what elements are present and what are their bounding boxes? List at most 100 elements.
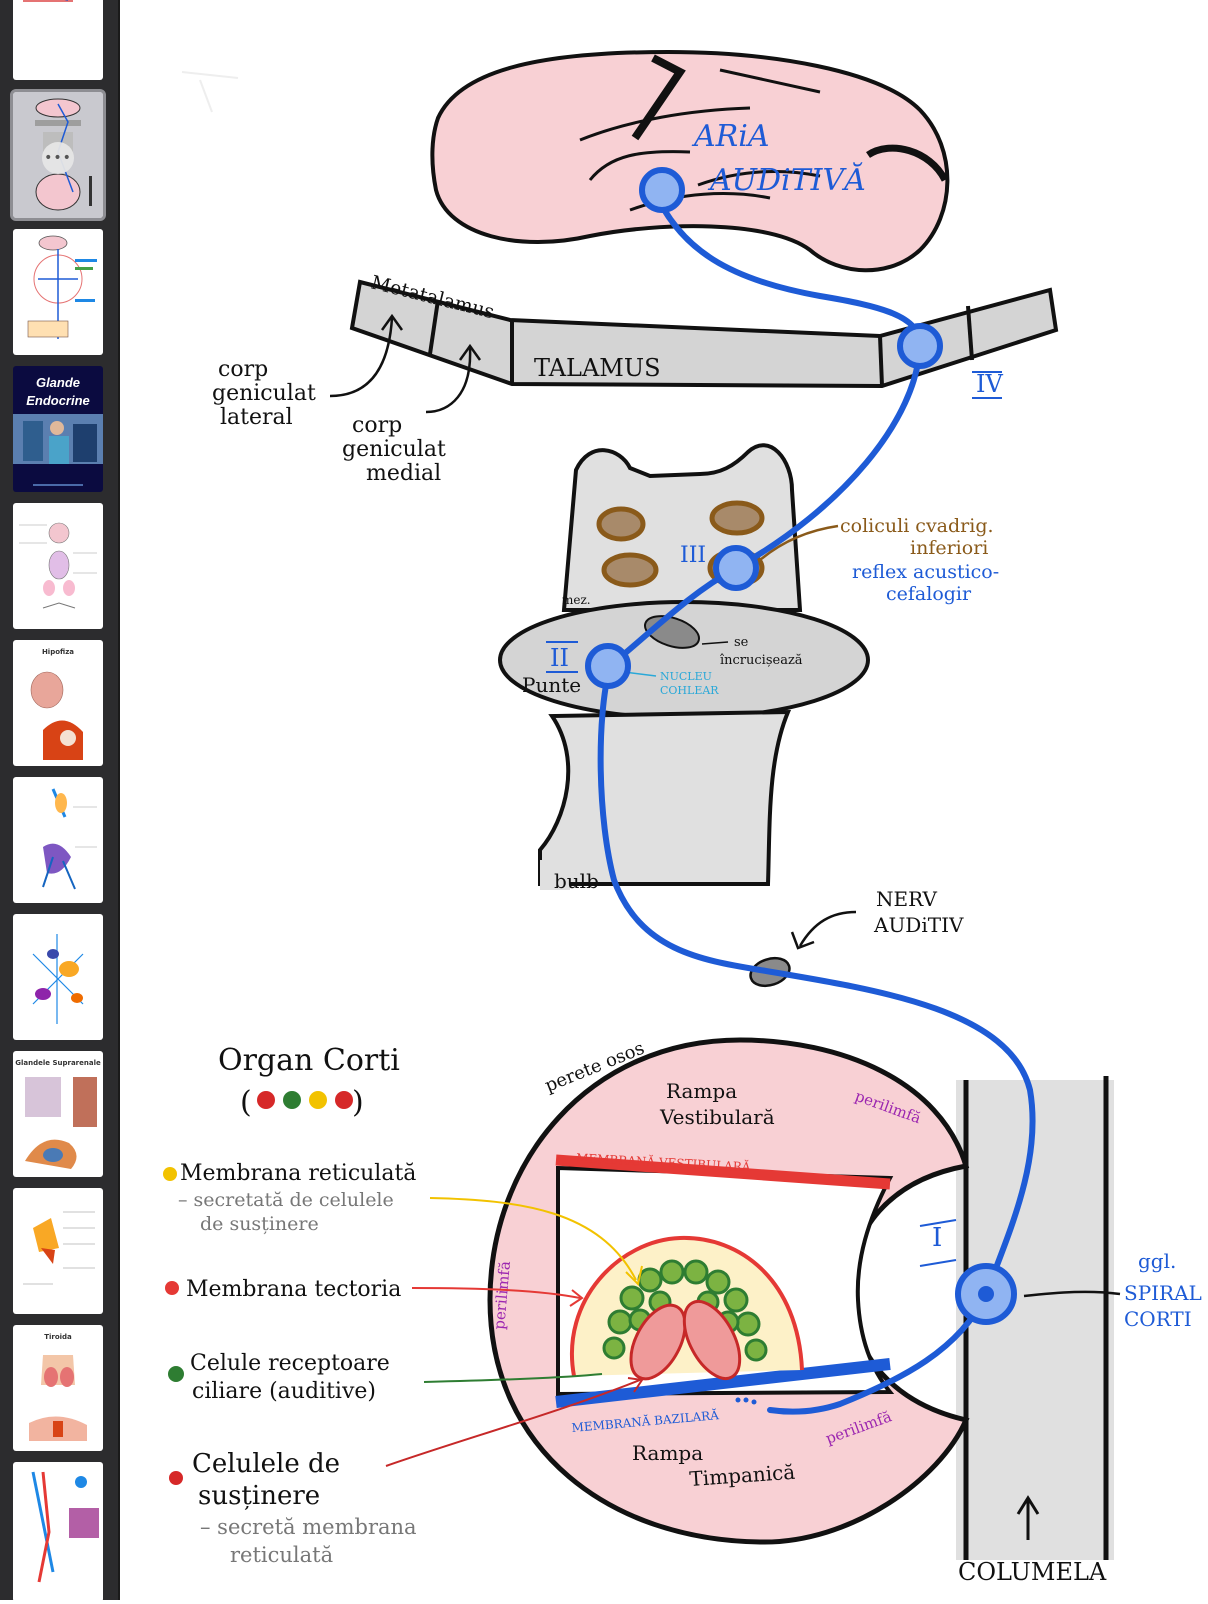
svg-text:corp: corp xyxy=(218,357,268,382)
slide-thumbnail-7[interactable] xyxy=(13,777,103,903)
perilimfa-left-label: perilimfă xyxy=(490,1260,514,1330)
nucleu-cohlear-line1: NUCLEU xyxy=(660,670,712,683)
aria-label-line2: AUDiTIVĂ xyxy=(707,162,866,198)
organ-corti-paren-open: ( xyxy=(240,1085,252,1120)
slide-thumbnail-11[interactable]: Tiroida xyxy=(13,1325,103,1451)
organ-corti-dot xyxy=(257,1091,275,1109)
corp-geniculat-lateral-label: corp geniculat lateral xyxy=(212,313,404,430)
slide-thumbnail-12[interactable] xyxy=(13,1462,103,1602)
punte-label: Punte xyxy=(522,673,581,697)
organ-corti-title: Organ Corti xyxy=(218,1043,400,1078)
legend-secreta-note2: reticulată xyxy=(230,1543,333,1567)
organ-corti-color-dots xyxy=(257,1091,353,1109)
legend-dot-sustinere xyxy=(169,1471,183,1485)
thumbnail-diagram-preview xyxy=(32,934,84,1024)
legend-reticulata-note1: – secretată de celulele xyxy=(178,1189,394,1211)
thumbnail-title: Glande Endocrine xyxy=(26,375,90,408)
slide-thumbnail-8[interactable] xyxy=(13,914,103,1040)
legend-celule-receptoare: Celule receptoare xyxy=(190,1351,390,1376)
thumbnail-photo-preview xyxy=(13,414,103,486)
medulla: bulb xyxy=(538,709,792,893)
slide-thumbnail-sidebar: ••• Glande Endocrine xyxy=(0,0,120,1602)
legend-membrana-tectoria: Membrana tectoria xyxy=(186,1277,401,1302)
corp-geniculat-medial-label: corp geniculat medial xyxy=(342,343,482,486)
slide-more-options-button[interactable]: ••• xyxy=(42,142,74,174)
thumbnail-diagram-preview xyxy=(31,1471,99,1583)
svg-text:corp: corp xyxy=(352,413,402,438)
neuron-iv-label: IV xyxy=(976,370,1003,398)
ggl-spiral-line3: CORTI xyxy=(1124,1307,1192,1331)
mez-label: mez. xyxy=(562,593,591,607)
auditory-pathway-diagram: ARiA AUDiTIVĂ Metatalamus TALAMUS IV cor… xyxy=(163,49,1202,1586)
thumbnail-diagram-preview xyxy=(23,1211,95,1285)
nerv-auditiv-label: NERV AUDiTIV xyxy=(749,887,964,988)
neuron-i-label: I xyxy=(932,1223,942,1253)
columela-label: COLUMELA xyxy=(958,1558,1107,1586)
organ-corti-dot xyxy=(283,1091,301,1109)
legend-sustinere-note: susținere xyxy=(198,1481,320,1511)
legend-celulele-de: Celulele de xyxy=(192,1449,340,1479)
svg-text:geniculat: geniculat xyxy=(342,437,446,462)
thumbnail-diagram-preview xyxy=(29,1355,87,1441)
rampa-timpanica-line1: Rampa xyxy=(632,1441,703,1465)
nucleu-cohlear-line2: COHLEAR xyxy=(660,684,719,697)
aria-label-line1: ARiA xyxy=(691,119,770,154)
cochlea-cross-section: MEMBRANĂ VESTIBULARĂ MEMBRANĂ BAZILARĂ p… xyxy=(487,1037,1202,1586)
coliculi-label: coliculi cvadrig. inferiori III xyxy=(680,515,994,568)
pons: Punte II se încrucișează NUCLEU COHLEAR xyxy=(498,600,870,720)
rampa-vestibulara-line1: Rampa xyxy=(666,1079,737,1103)
svg-text:lateral: lateral xyxy=(220,405,293,430)
slide-thumbnail-5[interactable] xyxy=(13,503,103,629)
se-incruciseaza-line2: încrucișează xyxy=(720,653,803,668)
svg-text:AUDiTIV: AUDiTIV xyxy=(873,913,964,937)
legend-receptoare-note: ciliare (auditive) xyxy=(192,1379,376,1404)
slide-thumbnail-2[interactable]: ••• xyxy=(10,89,106,221)
neuron-cell-bodies xyxy=(585,167,1017,1325)
slide-thumbnail-9[interactable]: Glandele Suprarenale xyxy=(13,1051,103,1177)
legend-reticulata-note2: de susținere xyxy=(200,1213,319,1235)
slide-thumbnail-10[interactable] xyxy=(13,1188,103,1314)
thumbnail-diagram-preview xyxy=(42,788,97,890)
bulb-label: bulb xyxy=(554,869,599,893)
neuron-ii-label: II xyxy=(550,644,569,672)
svg-text:medial: medial xyxy=(366,461,441,486)
organ-corti-legend: Organ Corti ( ) Membrana reticulată – se… xyxy=(163,1043,644,1567)
midbrain: mez. xyxy=(561,443,803,612)
organ-corti-paren-close: ) xyxy=(352,1085,364,1120)
thumbnail-title: Hipofiza xyxy=(41,648,75,656)
organ-corti-dot xyxy=(309,1091,327,1109)
slide-thumbnail-6[interactable]: Hipofiza xyxy=(13,640,103,766)
slide-thumbnail-1[interactable] xyxy=(13,0,103,80)
thumbnail-title: Tiroida xyxy=(44,1333,72,1341)
svg-text:cefalogir: cefalogir xyxy=(886,583,972,605)
legend-dot-tectoria xyxy=(165,1281,179,1295)
cerebral-cortex: ARiA AUDiTIVĂ xyxy=(430,49,950,273)
legend-membrana-reticulata: Membrana reticulată xyxy=(180,1161,416,1186)
organ-corti-dot xyxy=(335,1091,353,1109)
reflex-label: reflex acustico- cefalogir xyxy=(852,561,999,605)
thumbnail-diagram-preview xyxy=(27,235,97,339)
ggl-spiral-line1: ggl. xyxy=(1138,1249,1176,1273)
slide-canvas: ARiA AUDiTIVĂ Metatalamus TALAMUS IV cor… xyxy=(120,0,1208,1600)
faint-sketch-mark xyxy=(181,71,239,113)
thalamus: Metatalamus TALAMUS IV xyxy=(349,272,1059,399)
thumbnail-diagram-preview xyxy=(13,92,103,218)
slide-thumbnail-4[interactable]: Glande Endocrine xyxy=(13,366,103,492)
legend-secreta-note1: – secretă membrana xyxy=(200,1515,417,1539)
svg-text:geniculat: geniculat xyxy=(212,381,316,406)
thumbnail-diagram-preview xyxy=(25,1077,97,1169)
thumbnail-diagram-preview xyxy=(30,671,83,760)
svg-text:NERV: NERV xyxy=(876,887,937,911)
talamus-label: TALAMUS xyxy=(534,354,661,382)
neuron-iii-label: III xyxy=(680,543,706,568)
thumbnail-diagram-preview xyxy=(23,0,73,2)
thumbnail-title: Glandele Suprarenale xyxy=(15,1059,101,1067)
legend-dot-reticulata xyxy=(163,1167,177,1181)
svg-text:inferiori: inferiori xyxy=(910,537,988,559)
svg-text:coliculi cvadrig.: coliculi cvadrig. xyxy=(840,515,994,537)
thumbnail-diagram-preview xyxy=(19,522,97,609)
slide-thumbnail-3[interactable] xyxy=(13,229,103,355)
svg-text:reflex acustico-: reflex acustico- xyxy=(852,561,999,583)
rampa-vestibulara-line2: Vestibulară xyxy=(659,1105,775,1129)
ggl-spiral-line2: SPIRAL xyxy=(1124,1281,1202,1305)
